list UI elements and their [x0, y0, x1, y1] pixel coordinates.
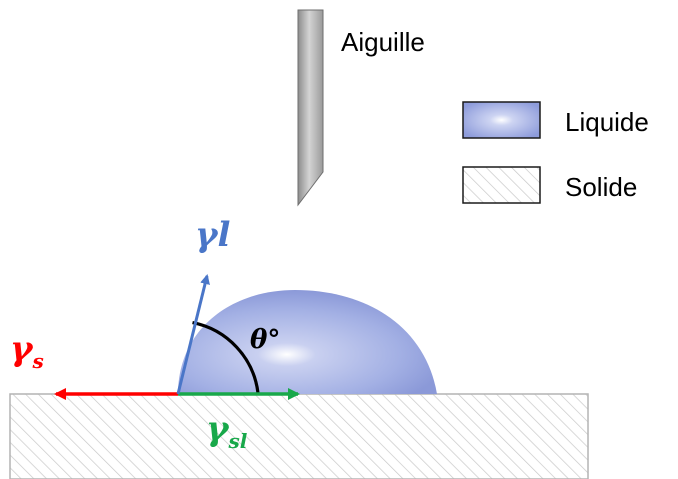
theta-label: θ°	[250, 325, 280, 355]
legend-solid-label: Solide	[565, 172, 637, 202]
legend-solid-swatch	[462, 166, 541, 204]
needle	[297, 9, 324, 207]
gamma-s-sub: s	[31, 349, 43, 373]
gamma-sl-label: γsl	[206, 409, 248, 453]
liquid-droplet	[178, 290, 437, 394]
gamma-s-base: γ	[10, 329, 34, 369]
legend: Liquide Solide	[462, 101, 649, 204]
gamma-l-label: γl	[195, 215, 230, 255]
needle-label: Aiguille	[341, 27, 425, 57]
solid-surface	[9, 393, 589, 479]
gamma-s-label: γs	[10, 329, 44, 373]
theta-arc	[192, 321, 260, 394]
legend-liquid-swatch	[462, 101, 541, 139]
gamma-sl-sub: sl	[227, 429, 247, 453]
legend-liquid-label: Liquide	[565, 107, 649, 137]
gamma-sl-base: γ	[206, 409, 230, 449]
gamma-l-arrow	[176, 274, 210, 395]
